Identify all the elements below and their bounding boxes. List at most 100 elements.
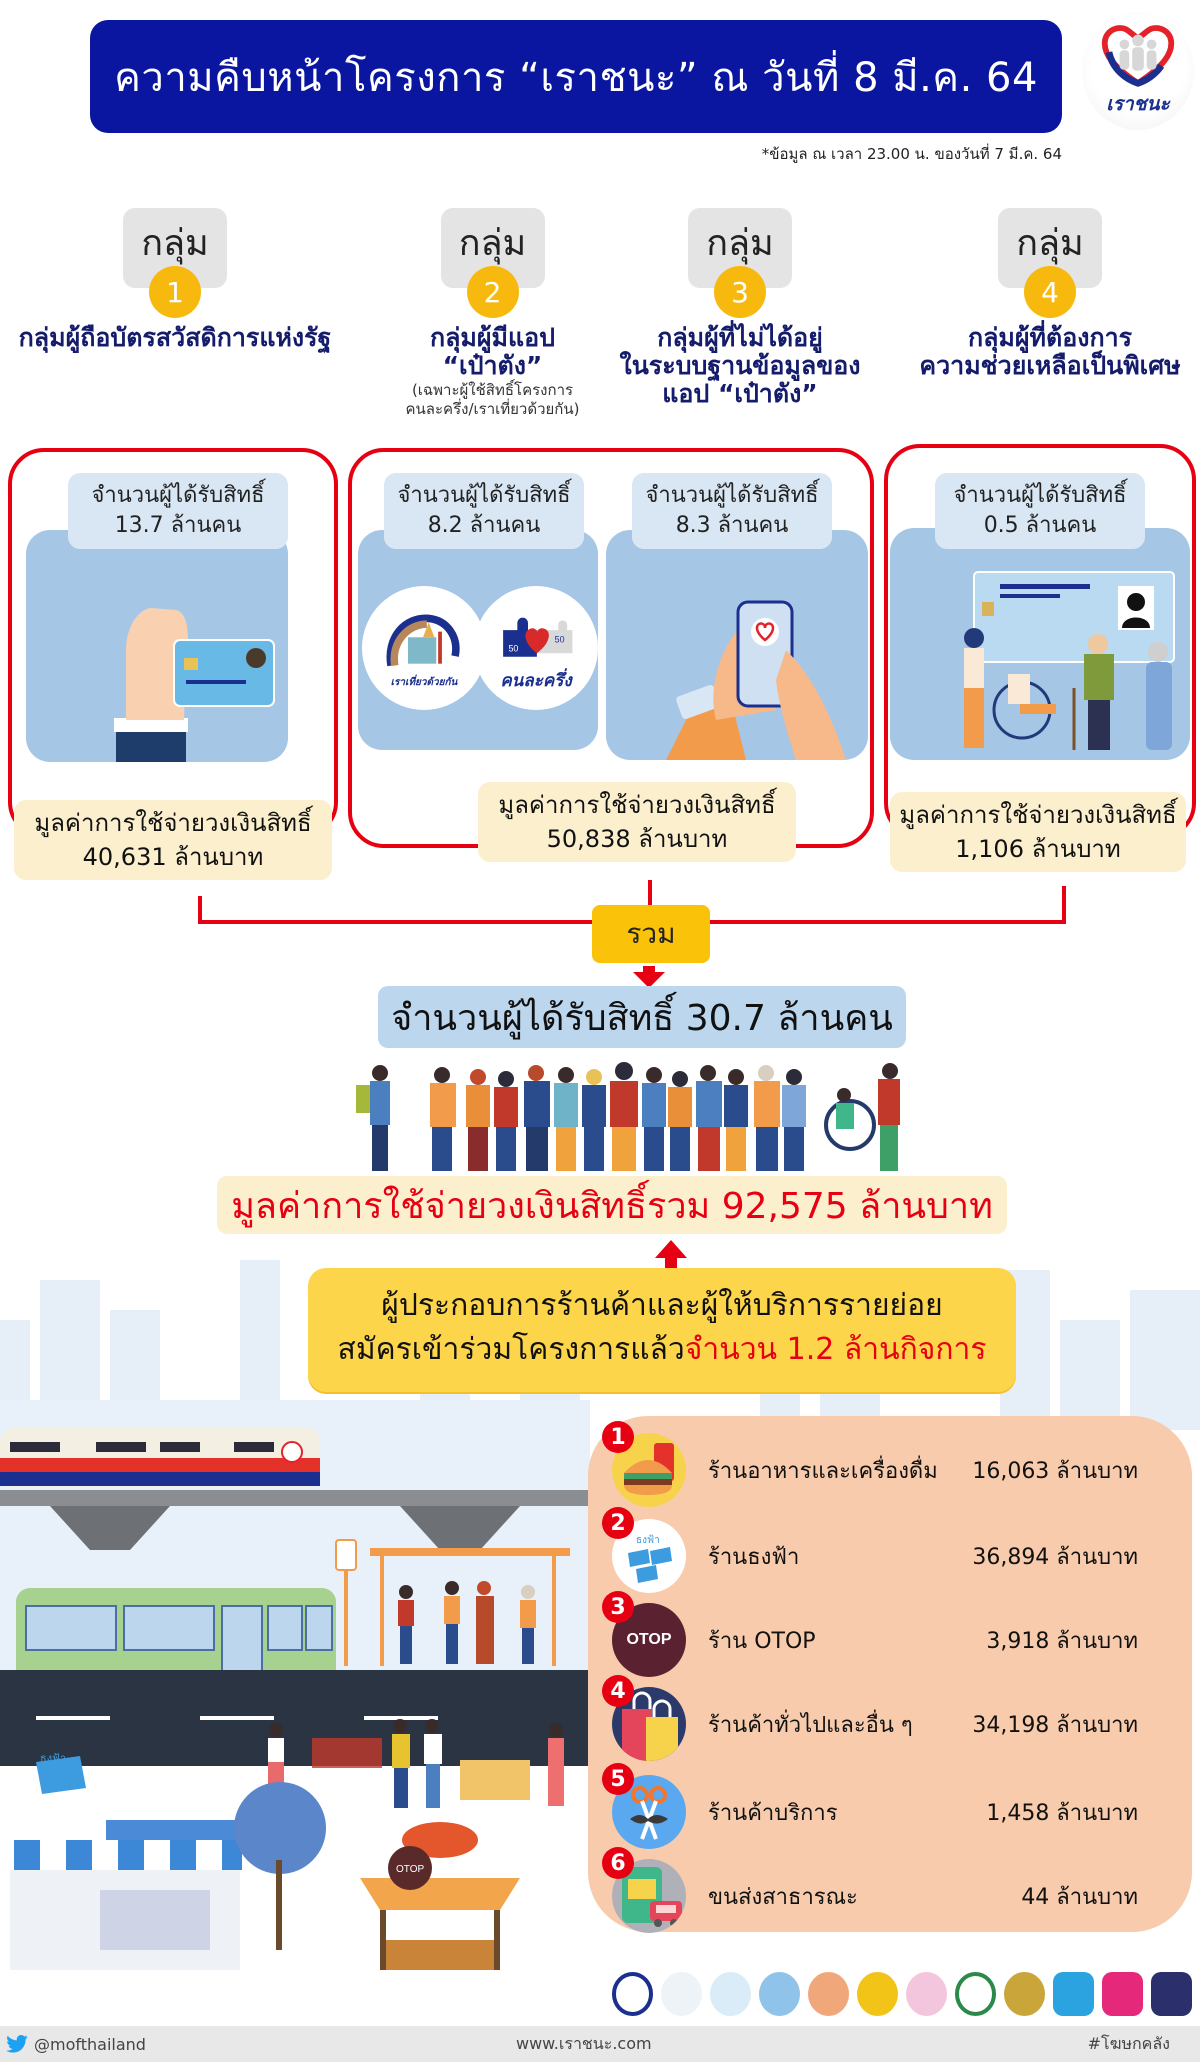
otop-icon: 3 OTOP [602,1591,686,1677]
group-title: กลุ่มผู้ที่ต้องการ [967,323,1133,352]
agency-logo-icon [661,1972,703,2016]
merchants-count-highlight: จำนวน 1.2 ล้านกิจการ [684,1332,987,1367]
crowd-illustration [356,1062,900,1171]
hashtag: #โฆษกคลัง [1087,2033,1170,2053]
agency-logo-icon [1053,1972,1095,2016]
shop-value: 16,063 ล้านบาท [972,1458,1138,1484]
agency-logo-icon [1004,1972,1046,2016]
shop-value: 34,198 ล้านบาท [972,1712,1138,1738]
group-2-panel: เราเที่ยวด้วยกัน 50 50 คนละครึ่ง [358,530,598,750]
group-subtitle: คนละครึ่ง/เราเที่ยวด้วยกัน) [405,400,580,418]
travel-landmark-icon [386,614,460,667]
group-4-panel [890,528,1190,760]
rao-chana-logo: เราชนะ [1082,12,1194,130]
shop-name: ร้านอาหารและเครื่องดื่ม [708,1458,938,1484]
count-label: จำนวนผู้ได้รับสิทธิ์ [91,483,265,508]
value-label: มูลค่าการใช้จ่ายวงเงินสิทธิ์ [899,801,1177,829]
puzzle-50-b: 50 [555,635,565,645]
group-3-header: กลุ่ม 3 กลุ่มผู้ที่ไม่ได้อยู่ ในระบบฐานข… [600,208,880,408]
public-transport-icon: 6 [602,1847,686,1933]
agency-logo-icon [1102,1972,1144,2016]
agency-logo-icon [1151,1972,1192,2016]
shop-spending-panel [588,1416,1192,1932]
shop-row-general: 4 ร้านค้าทั่วไปและอื่น ๆ 34,198 ล้านบาท [602,1675,1172,1764]
group-title: แอป “เป๋าตัง” [662,379,818,408]
count-label: จำนวนผู้ได้รับสิทธิ์ [397,483,571,508]
page-title-banner: ความคืบหน้าโครงการ “เราชนะ” ณ วันที่ 8 ม… [90,20,1062,133]
shop-number: 1 [602,1421,634,1453]
heart-people-icon [1101,25,1175,87]
city-transport-illustration: ธงฟ้า OTOP [0,1400,590,1970]
twitter-handle[interactable]: @mofthailand [6,2035,146,2054]
group-number-badge: 3 [714,266,766,318]
group-1-header: กลุ่ม 1 กลุ่มผู้ถือบัตรสวัสดิการแห่งรัฐ [0,208,350,352]
total-beneficiaries: จำนวนผู้ได้รับสิทธิ์ 30.7 ล้านคน [378,986,906,1048]
group-1-count-chip: จำนวนผู้ได้รับสิทธิ์ 13.7 ล้านคน [68,473,288,549]
group-title: กลุ่มผู้ถือบัตรสวัสดิการแห่งรัฐ [18,323,332,352]
group-title: ในระบบฐานข้อมูลของ [619,351,861,380]
merchants-summary: ผู้ประกอบการร้านค้าและผู้ให้บริการรายย่อ… [308,1268,1016,1392]
value-label: มูลค่าการใช้จ่ายวงเงินสิทธิ์ [498,791,776,819]
shop-value: 1,458 ล้านบาท [986,1800,1138,1826]
agency-logo-icon [710,1972,752,2016]
count-value: 8.2 ล้านคน [427,513,541,538]
train-logo [281,1441,303,1463]
shop-name: ร้านค้าทั่วไปและอื่น ๆ [708,1712,913,1738]
shop-row-service: 5 ร้านค้าบริการ 1,458 ล้านบาท [602,1763,1172,1852]
shop-row-transport: 6 ขนส่งสาธารณะ 44 ล้านบาท [602,1847,1172,1936]
agency-logo-icon [954,1972,997,2016]
value-amount: 50,838 ล้านบาท [546,825,728,853]
thongfah-icon: 2 ธงฟ้า [602,1507,686,1593]
puzzle-heart-icon: 50 50 [503,617,573,657]
arrow-down-icon [633,966,665,988]
logo-text: เราชนะ [1106,93,1170,115]
merchants-line-1: ผู้ประกอบการร้านค้าและผู้ให้บริการรายย่อ… [381,1288,943,1323]
otop-icon-text: OTOP [626,1631,672,1648]
page-title: ความคืบหน้าโครงการ “เราชนะ” ณ วันที่ 8 ม… [114,54,1038,101]
connector-line [198,896,202,924]
count-value: 13.7 ล้านคน [114,513,242,538]
twitter-handle-text: @mofthailand [34,2034,146,2054]
group-4-count-chip: จำนวนผู้ได้รับสิทธิ์ 0.5 ล้านคน [935,473,1145,549]
group-4-header: กลุ่ม 4 กลุ่มผู้ที่ต้องการ ความช่วยเหลือ… [900,208,1200,380]
shop-name: ร้านค้าบริการ [708,1800,838,1826]
rao-tiew-duay-kan-logo: เราเที่ยวด้วยกัน [362,586,486,710]
group-number-badge: 1 [149,266,201,318]
data-timestamp-note: *ข้อมูล ณ เวลา 23.00 น. ของวันที่ 7 มี.ค… [761,145,1062,163]
footer-bar: @mofthailand www.เราชนะ.com #โฆษกคลัง [0,2026,1200,2062]
shop-name: ขนส่งสาธารณะ [708,1884,858,1910]
agency-logo-icon [759,1972,801,2016]
group-title: “เป๋าตัง” [442,351,543,380]
value-amount: 40,631 ล้านบาท [82,843,264,871]
count-label: จำนวนผู้ได้รับสิทธิ์ [645,483,819,508]
barber-scissors-icon: 5 [602,1763,686,1849]
count-label: จำนวนผู้ได้รับสิทธิ์ [953,483,1127,508]
otop-stall-illustration: OTOP [360,1822,520,1970]
merchants-prefix: สมัครเข้าร่วมโครงการแล้ว [337,1332,685,1367]
agency-logo-icon [906,1972,947,2016]
group-1-value-chip: มูลค่าการใช้จ่ายวงเงินสิทธิ์ 40,631 ล้าน… [14,800,332,880]
group-title: กลุ่มผู้มีแอป [429,323,556,352]
khon-la-khrueng-logo: 50 50 คนละครึ่ง [474,586,598,710]
arrow-up-icon [655,1240,687,1268]
shop-row-otop: 3 OTOP ร้าน OTOP 3,918 ล้านบาท [602,1591,1172,1680]
shop-number: 3 [602,1591,634,1623]
count-value: 0.5 ล้านคน [983,513,1097,538]
hand-holding-phone-icon [666,600,846,760]
value-amount: 1,106 ล้านบาท [955,835,1121,863]
group-2-count-chip: จำนวนผู้ได้รับสิทธิ์ 8.2 ล้านคน [384,473,584,549]
agency-logos-row [612,1968,1192,2020]
count-value: 8.3 ล้านคน [675,513,789,538]
website-link[interactable]: www.เราชนะ.com [516,2033,652,2053]
hand-holding-card-icon [114,608,275,762]
logo-caption: เราเที่ยวด้วยกัน [390,677,458,688]
group-number-badge: 2 [466,266,519,318]
shop-name: ร้าน OTOP [708,1628,816,1654]
connector-line [1062,886,1066,924]
shop-value: 3,918 ล้านบาท [986,1628,1138,1654]
shop-number: 2 [602,1507,634,1539]
shop-name: ร้านธงฟ้า [708,1544,800,1570]
sum-badge: รวม [592,905,710,963]
value-label: มูลค่าการใช้จ่ายวงเงินสิทธิ์ [34,809,312,837]
shop-value: 44 ล้านบาท [1021,1884,1138,1910]
